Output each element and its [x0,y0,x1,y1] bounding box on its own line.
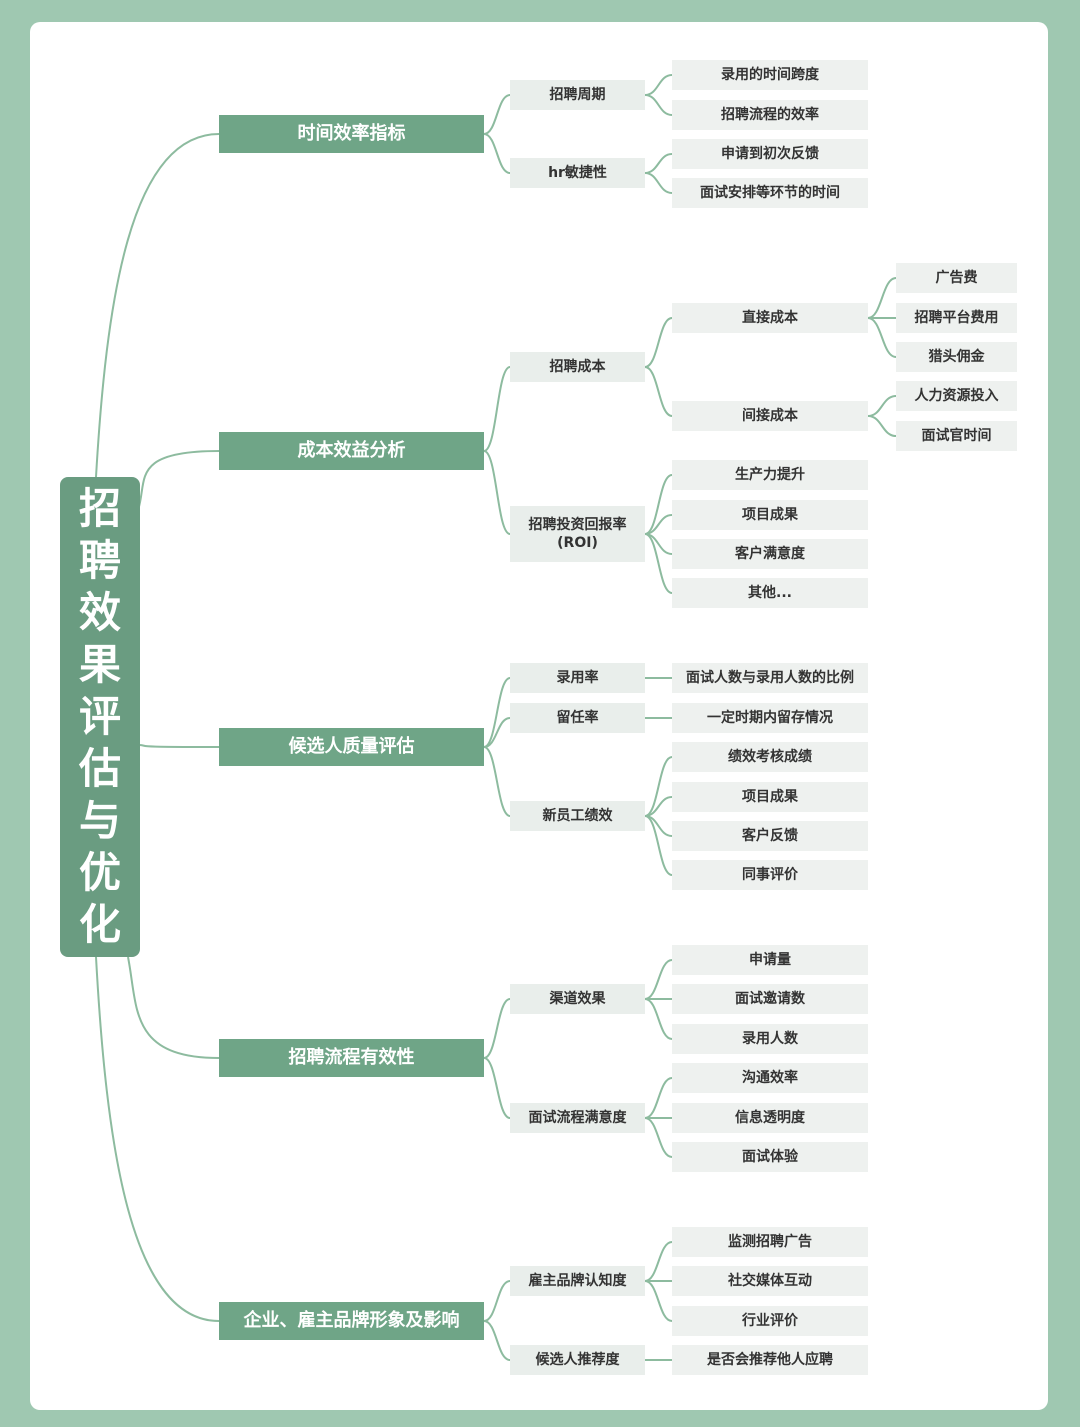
node-hire-rate: 录用率 [510,663,645,693]
leaf-others: 其他... [672,578,868,608]
root-node: 招聘效果评估与优化 [60,477,140,957]
leaf-transparency: 信息透明度 [672,1103,868,1133]
leaf-interview-experience: 面试体验 [672,1142,868,1172]
leaf-customer-satisfaction: 客户满意度 [672,539,868,569]
branch-cost-benefit: 成本效益分析 [219,432,484,470]
leaf-interview-invites: 面试邀请数 [672,984,868,1014]
node-new-hire-performance: 新员工绩效 [510,801,645,831]
leaf-process-efficiency: 招聘流程的效率 [672,100,868,130]
branch-candidate-quality: 候选人质量评估 [219,728,484,766]
node-retention-rate: 留任率 [510,703,645,733]
leaf-performance-review: 绩效考核成绩 [672,742,868,772]
leaf-first-feedback: 申请到初次反馈 [672,139,868,169]
branch-time-efficiency: 时间效率指标 [219,115,484,153]
leaf-peer-review: 同事评价 [672,860,868,890]
leaf-referral-willingness: 是否会推荐他人应聘 [672,1345,868,1375]
node-hr-agility: hr敏捷性 [510,158,645,188]
leaf-industry-review: 行业评价 [672,1306,868,1336]
leaf-project-results: 项目成果 [672,500,868,530]
node-indirect-cost: 间接成本 [672,401,868,431]
leaf-interview-scheduling: 面试安排等环节的时间 [672,178,868,208]
node-recruit-cycle: 招聘周期 [510,80,645,110]
leaf-platform-fee: 招聘平台费用 [896,303,1017,333]
leaf-ad-fee: 广告费 [896,263,1017,293]
node-brand-awareness: 雇主品牌认知度 [510,1266,645,1296]
leaf-social-media: 社交媒体互动 [672,1266,868,1296]
leaf-retention-period: 一定时期内留存情况 [672,703,868,733]
node-channel-effect: 渠道效果 [510,984,645,1014]
branch-employer-brand: 企业、雇主品牌形象及影响 [219,1302,484,1340]
leaf-interviewer-time: 面试官时间 [896,421,1017,451]
leaf-customer-feedback: 客户反馈 [672,821,868,851]
node-recruit-roi: 招聘投资回报率 (ROI) [510,506,645,562]
node-candidate-referral: 候选人推荐度 [510,1345,645,1375]
branch-process-effectiveness: 招聘流程有效性 [219,1039,484,1077]
node-interview-satisfaction: 面试流程满意度 [510,1103,645,1133]
leaf-monitor-job-ads: 监测招聘广告 [672,1227,868,1257]
leaf-headhunter-fee: 猎头佣金 [896,342,1017,372]
leaf-interview-hire-ratio: 面试人数与录用人数的比例 [672,663,868,693]
node-recruit-cost: 招聘成本 [510,352,645,382]
node-direct-cost: 直接成本 [672,303,868,333]
leaf-hr-input: 人力资源投入 [896,381,1017,411]
leaf-productivity: 生产力提升 [672,460,868,490]
leaf-hire-timespan: 录用的时间跨度 [672,60,868,90]
leaf-application-volume: 申请量 [672,945,868,975]
leaf-project-results-2: 项目成果 [672,782,868,812]
leaf-communication-efficiency: 沟通效率 [672,1063,868,1093]
leaf-hire-count: 录用人数 [672,1024,868,1054]
